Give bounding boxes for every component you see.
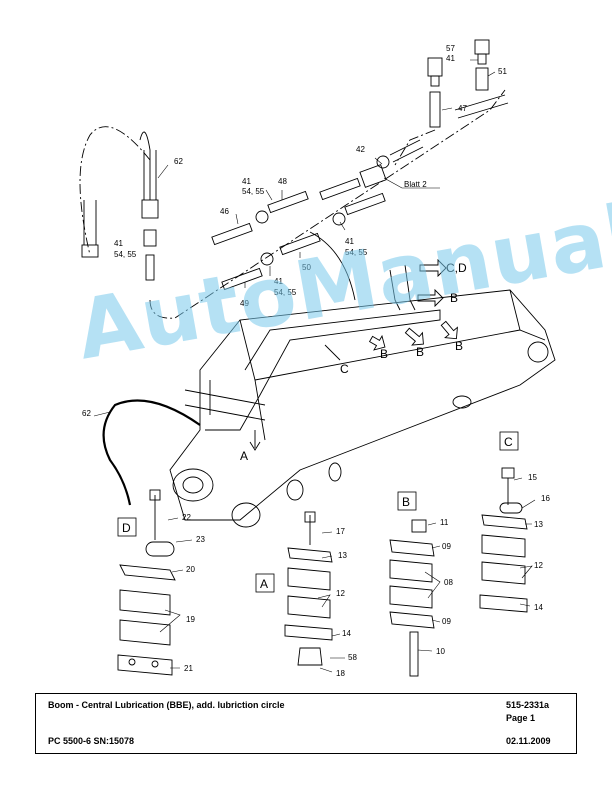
detail-label-c: C xyxy=(504,435,513,449)
callout-49: 49 xyxy=(240,299,249,308)
hose-62-top xyxy=(81,131,159,281)
hose-62-bottom xyxy=(102,399,201,506)
pipe-route-dashed-2 xyxy=(394,129,436,166)
page-number: Page 1 xyxy=(506,713,536,723)
arrow-letter-cd: C,D xyxy=(446,261,467,275)
callout-5455e: 54, 55 xyxy=(274,288,297,297)
callout-15: 15 xyxy=(528,473,537,482)
callout-5455c: 54, 55 xyxy=(242,187,265,196)
callout-09a: 09 xyxy=(442,542,451,551)
document-number: 515-2331a xyxy=(506,700,550,710)
parts-diagram: 62 41 54, 55 57 41 51 47 42 Blatt 2 41 5… xyxy=(79,39,556,678)
detail-box-a xyxy=(255,573,275,593)
callout-5455d: 54, 55 xyxy=(345,248,368,257)
boom-body xyxy=(169,264,556,528)
machine-model: PC 5500-6 SN:15078 xyxy=(48,736,135,746)
callout-41a: 41 xyxy=(114,239,123,248)
detail-label-d: D xyxy=(122,521,131,535)
callout-17: 17 xyxy=(336,527,345,536)
callout-23: 23 xyxy=(196,535,205,544)
callout-41c: 41 xyxy=(242,177,251,186)
pipe-route-dashed xyxy=(149,89,506,319)
callout-13b: 13 xyxy=(534,520,543,529)
callout-19: 19 xyxy=(186,615,195,624)
callout-51: 51 xyxy=(498,67,507,76)
callout-47: 47 xyxy=(458,104,467,113)
callout-10: 10 xyxy=(436,647,445,656)
clamp-stack-d xyxy=(117,489,176,676)
arrow-letter-b3: B xyxy=(416,345,424,359)
fittings-top-right xyxy=(389,39,509,163)
callout-18: 18 xyxy=(336,669,345,678)
callout-58: 58 xyxy=(348,653,357,662)
callout-42: 42 xyxy=(356,145,365,154)
detail-box-b xyxy=(397,491,417,511)
callout-20: 20 xyxy=(186,565,195,574)
detail-label-a: A xyxy=(260,577,268,591)
clamp-stack-a xyxy=(284,511,333,666)
hose-route-dashed xyxy=(79,126,151,256)
callout-57: 57 xyxy=(446,44,455,53)
clamp-stack-b xyxy=(389,519,435,677)
callout-12b: 12 xyxy=(534,561,543,570)
detail-arrows xyxy=(249,258,458,451)
detail-label-b: B xyxy=(402,495,410,509)
callout-14a: 14 xyxy=(342,629,351,638)
callout-08: 08 xyxy=(444,578,453,587)
callout-16: 16 xyxy=(541,494,550,503)
tee-42 xyxy=(211,155,390,301)
arrow-letter-c: C xyxy=(340,362,349,376)
callout-46: 46 xyxy=(220,207,229,216)
drawing-title: Boom - Central Lubrication (BBE), add. l… xyxy=(48,700,285,710)
callout-12a: 12 xyxy=(336,589,345,598)
callout-09b: 09 xyxy=(442,617,451,626)
callout-blatt: Blatt 2 xyxy=(404,180,427,189)
callout-14b: 14 xyxy=(534,603,543,612)
callout-48: 48 xyxy=(278,177,287,186)
callout-41d: 41 xyxy=(345,237,354,246)
callout-5455a: 54, 55 xyxy=(114,250,137,259)
callout-50: 50 xyxy=(302,263,311,272)
callout-41b: 41 xyxy=(446,54,455,63)
callout-62a: 62 xyxy=(174,157,183,166)
detail-box-d xyxy=(117,517,137,537)
detail-box-c xyxy=(499,431,519,451)
arrow-letter-b2: B xyxy=(380,347,388,361)
arrow-letter-b1: B xyxy=(450,291,458,305)
callout-11: 11 xyxy=(440,518,449,527)
callout-22: 22 xyxy=(182,513,191,522)
arrow-letter-b4: B xyxy=(455,339,463,353)
callout-21: 21 xyxy=(184,664,193,673)
leader-lines xyxy=(93,59,536,673)
arrow-letter-a: A xyxy=(240,449,248,463)
callout-41e: 41 xyxy=(274,277,283,286)
clamp-stack-c xyxy=(479,467,528,613)
drawing-date: 02.11.2009 xyxy=(506,736,551,746)
title-block: Boom - Central Lubrication (BBE), add. l… xyxy=(35,693,577,754)
callout-13a: 13 xyxy=(338,551,347,560)
callout-62b: 62 xyxy=(82,409,91,418)
